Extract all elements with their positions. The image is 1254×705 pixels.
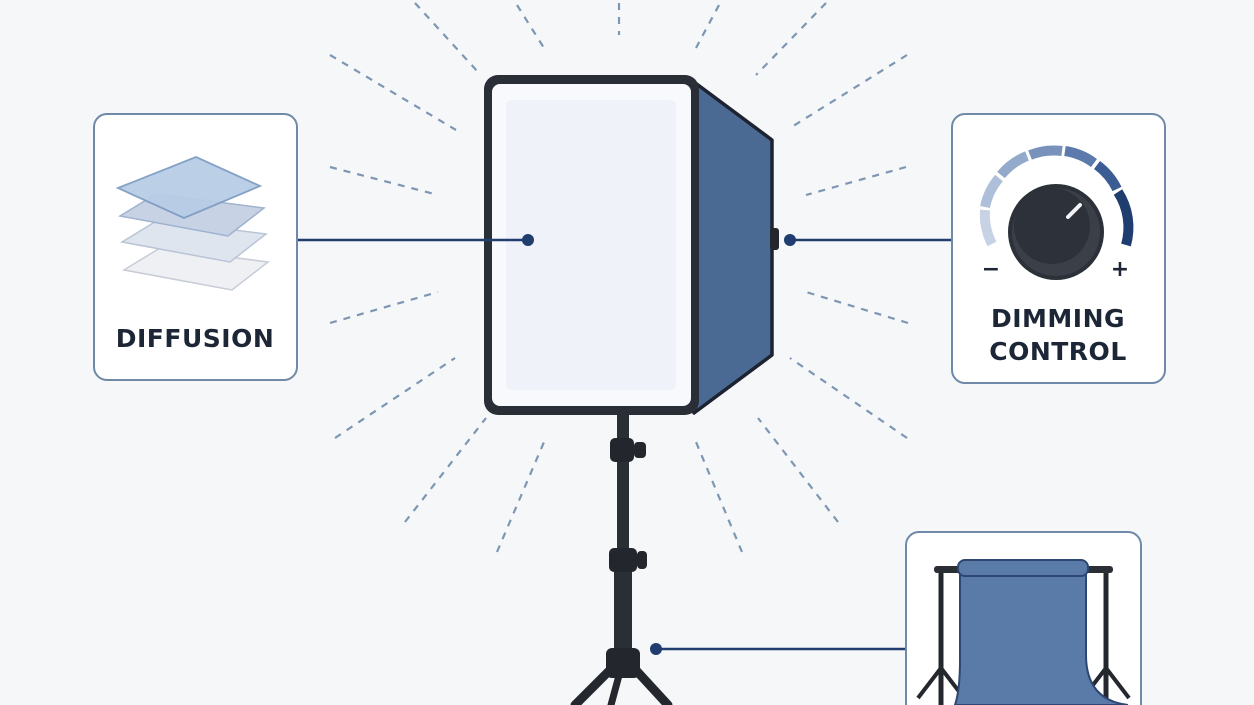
ray (695, 4, 720, 49)
diffusion-anchor-dot (522, 234, 534, 246)
stand-pole-upper (617, 410, 629, 570)
ray (404, 417, 487, 523)
backdrop-card (905, 531, 1142, 705)
dimming-anchor-dot (784, 234, 796, 246)
ray (789, 54, 908, 129)
stand-hub (606, 648, 640, 678)
ray (789, 357, 908, 439)
stand-pole-lower (614, 565, 632, 675)
ray (495, 441, 546, 553)
ray (805, 290, 909, 325)
ray (329, 165, 439, 197)
tripod-leg (570, 663, 617, 705)
plus-sign: + (1111, 257, 1129, 282)
ray (694, 441, 744, 553)
dimming-label-line1: DIMMING (991, 304, 1125, 333)
softbox-diffuser-glow (506, 100, 676, 390)
minus-sign: − (982, 257, 1000, 282)
ray (516, 4, 545, 49)
light-stand (570, 410, 673, 705)
light-rays (329, 2, 909, 553)
softbox-side-knob (770, 228, 779, 250)
dimming-label-line2: CONTROL (989, 337, 1127, 366)
diffusion-label: DIFFUSION (116, 324, 275, 353)
tripod-leg (629, 663, 673, 705)
ray (414, 2, 479, 73)
dimmer-indicator (1066, 203, 1082, 219)
softbox-side-panel (692, 80, 774, 415)
ray (805, 165, 907, 197)
stand-clamp (610, 438, 634, 462)
ray (334, 357, 456, 439)
dimmer-knob-icon: − + (979, 145, 1134, 282)
stand-knob (637, 551, 647, 569)
leader-lines (286, 234, 952, 655)
ray (755, 2, 827, 76)
diffusion-card: DIFFUSION (93, 113, 298, 381)
dimming-card: − + DIMMING CONTROL (951, 113, 1166, 384)
stand-knob (634, 442, 646, 458)
softbox (484, 75, 779, 415)
backdrop-anchor-dot (650, 643, 662, 655)
backdrop-stand-icon (916, 559, 1131, 705)
ray (329, 290, 439, 325)
diffusion-layers-icon (115, 156, 270, 291)
stand-clamp (609, 548, 637, 572)
ray (329, 54, 457, 131)
ray (757, 417, 839, 523)
